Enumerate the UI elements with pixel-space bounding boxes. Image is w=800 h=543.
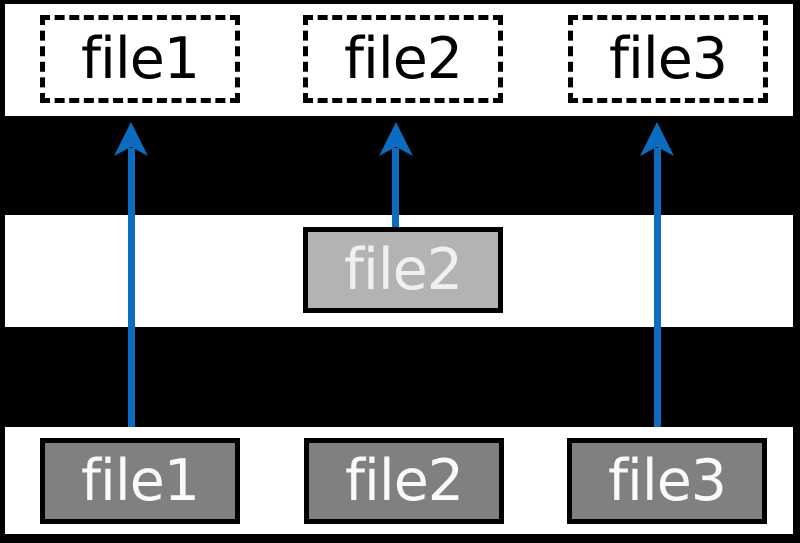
file2-up-arrow [392, 148, 399, 227]
file-label: file3 [607, 447, 727, 514]
file-label: file1 [80, 25, 200, 92]
bottom-file1-box: file1 [40, 438, 240, 524]
bottom-file3-box: file3 [567, 438, 767, 524]
top-file2-box: file2 [303, 15, 503, 103]
file-label: file3 [608, 25, 728, 92]
file-label: file1 [80, 447, 200, 514]
file-label: file2 [343, 236, 463, 303]
top-file3-box: file3 [568, 15, 768, 103]
file3-up-arrow [654, 148, 661, 427]
top-file1-box: file1 [40, 15, 240, 103]
file1-up-arrow [128, 148, 135, 427]
middle-file2-box: file2 [303, 227, 503, 313]
bottom-file2-box: file2 [304, 438, 504, 524]
file-label: file2 [343, 25, 463, 92]
file-label: file2 [344, 447, 464, 514]
